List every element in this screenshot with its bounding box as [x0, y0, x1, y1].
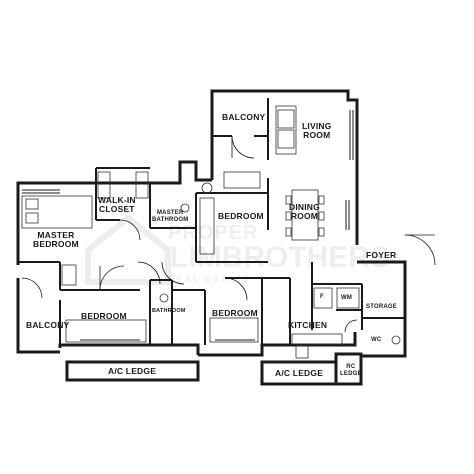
- room-label-master-bathroom: MASTER BATHROOM: [152, 210, 189, 223]
- room-label-balcony-top: BALCONY: [222, 112, 266, 122]
- toilet-icon: [159, 293, 169, 303]
- dining-table-icon: [291, 189, 319, 241]
- bed-icon: [209, 317, 259, 343]
- kitchen-counter-icon: [291, 333, 343, 345]
- fixture-label-washing-machine: WM: [341, 295, 353, 301]
- room-label-storage: STORAGE: [366, 304, 397, 310]
- furniture: [21, 105, 401, 359]
- outer-walls: [16, 89, 407, 386]
- watermark-house-icon: [85, 214, 171, 285]
- room-label-foyer: FOYER: [366, 250, 397, 260]
- watermark-line2: LIMBROTHERS: [170, 241, 390, 274]
- room-label-living-room: LIVING ROOM: [302, 121, 332, 140]
- watermark-line3: REAL ESTATE: [168, 274, 252, 284]
- toilet-icon: [180, 203, 190, 213]
- watermark-line1: PROPER: [168, 222, 259, 244]
- sofa-icon: [275, 105, 297, 155]
- room-label-bedroom-right: BEDROOM: [212, 308, 258, 318]
- washing-machine-icon: [336, 287, 360, 309]
- fridge-icon: [313, 287, 333, 309]
- room-label-bedroom-left: BEDROOM: [81, 311, 127, 321]
- room-label-master-bedroom: MASTER BEDROOM: [33, 230, 79, 249]
- basin-icon: [201, 182, 213, 194]
- stove-icon: [295, 345, 309, 359]
- room-label-ac-ledge-right: A/C LEDGE: [275, 368, 324, 378]
- room-label-balcony-left: BALCONY: [26, 320, 70, 330]
- room-label-bathroom: BATHROOM: [152, 308, 186, 314]
- room-label-walk-in-closet: WALK-IN CLOSET: [98, 195, 136, 214]
- tv-console-icon: [223, 171, 261, 189]
- room-label-wc: WC: [371, 337, 382, 343]
- room-label-kitchen: KITCHEN: [288, 320, 328, 330]
- toilet-icon: [391, 335, 401, 345]
- doors: [21, 135, 436, 333]
- room-label-dining-room: DINING ROOM: [289, 202, 320, 221]
- bed-icon: [65, 319, 147, 343]
- fixture-label-fridge: F: [320, 294, 324, 300]
- inner-walls: [18, 98, 405, 345]
- room-label-ac-ledge-left: A/C LEDGE: [108, 366, 157, 376]
- bed-icon: [199, 197, 215, 255]
- master-bed-icon: [21, 195, 93, 229]
- room-label-rc-ledge: RC LEDGE: [340, 364, 362, 377]
- room-label-bedroom-center: BEDROOM: [218, 211, 264, 221]
- windows: [22, 110, 354, 341]
